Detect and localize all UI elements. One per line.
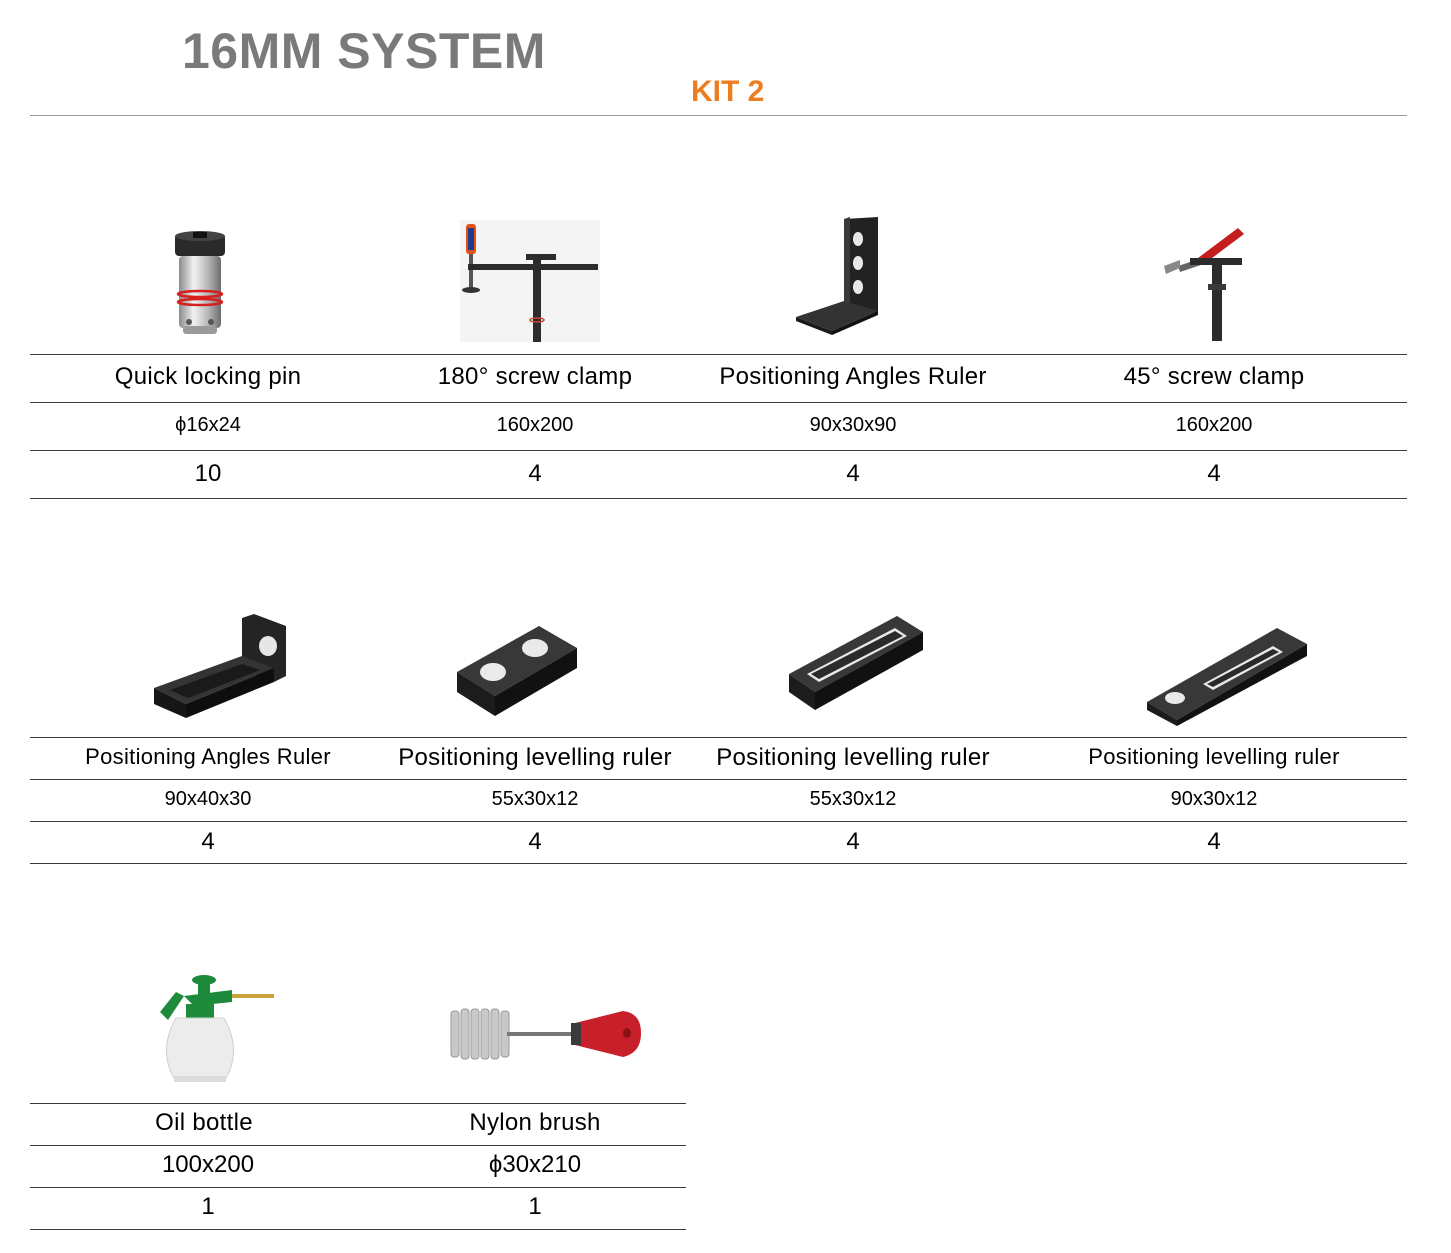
product-size: 55x30x12 xyxy=(809,788,897,810)
row3-top-rule xyxy=(30,1103,686,1104)
product-qty: 4 xyxy=(1207,828,1221,855)
product-qty: 4 xyxy=(528,460,542,487)
product-name: Positioning Angles Ruler xyxy=(719,363,987,390)
product-name: Positioning Angles Ruler xyxy=(85,744,331,769)
row3-bottom-rule xyxy=(30,1229,686,1230)
levelling-ruler-hole-slot-icon xyxy=(1145,626,1310,726)
product-qty: 4 xyxy=(528,828,542,855)
row3-size-rule xyxy=(30,1187,686,1188)
product-size: 100x200 xyxy=(161,1151,255,1178)
product-size: 55x30x12 xyxy=(491,788,579,810)
page-title: 16MM SYSTEM xyxy=(182,23,546,79)
screw-clamp-45-icon xyxy=(1158,222,1250,342)
angle-ruler-tall-icon xyxy=(792,215,882,337)
product-qty: 4 xyxy=(846,828,860,855)
kit-subtitle: KIT 2 xyxy=(691,75,765,108)
product-name: Oil bottle xyxy=(155,1109,253,1136)
row1-bottom-rule xyxy=(30,498,1407,499)
product-qty: 1 xyxy=(528,1193,542,1220)
quick-locking-pin-icon xyxy=(165,228,235,338)
product-qty: 4 xyxy=(846,460,860,487)
row3-name-rule xyxy=(30,1145,686,1146)
levelling-ruler-slot-icon xyxy=(785,614,925,712)
header-divider xyxy=(30,115,1407,116)
row2-name-rule xyxy=(30,779,1407,780)
row2-top-rule xyxy=(30,737,1407,738)
levelling-ruler-holes-icon xyxy=(455,620,580,718)
product-size: ϕ30x210 xyxy=(488,1151,582,1178)
product-size: 90x40x30 xyxy=(164,788,252,810)
product-size: 90x30x12 xyxy=(1170,788,1258,810)
product-qty: 10 xyxy=(194,460,222,487)
row1-name-rule xyxy=(30,402,1407,403)
row2-size-rule xyxy=(30,821,1407,822)
product-size: ϕ16x24 xyxy=(175,414,241,436)
product-name: Quick locking pin xyxy=(114,363,302,390)
nylon-brush-icon xyxy=(447,1005,643,1063)
product-size: 160x200 xyxy=(1175,414,1253,436)
product-size: 160x200 xyxy=(496,414,574,436)
product-name: 180° screw clamp xyxy=(437,363,633,390)
oil-bottle-icon xyxy=(140,972,280,1090)
row1-top-rule xyxy=(30,354,1407,355)
product-qty: 4 xyxy=(201,828,215,855)
product-qty: 4 xyxy=(1207,460,1221,487)
product-qty: 1 xyxy=(201,1193,215,1220)
row2-bottom-rule xyxy=(30,863,1407,864)
product-name: Positioning levelling ruler xyxy=(398,744,672,771)
product-size: 90x30x90 xyxy=(809,414,897,436)
product-name: Nylon brush xyxy=(469,1109,601,1136)
product-name: Positioning levelling ruler xyxy=(716,744,990,771)
product-name: 45° screw clamp xyxy=(1123,363,1305,390)
screw-clamp-180-icon xyxy=(460,220,600,342)
product-name: Positioning levelling ruler xyxy=(1088,744,1340,769)
angle-ruler-flat-icon xyxy=(150,612,290,722)
row1-size-rule xyxy=(30,450,1407,451)
